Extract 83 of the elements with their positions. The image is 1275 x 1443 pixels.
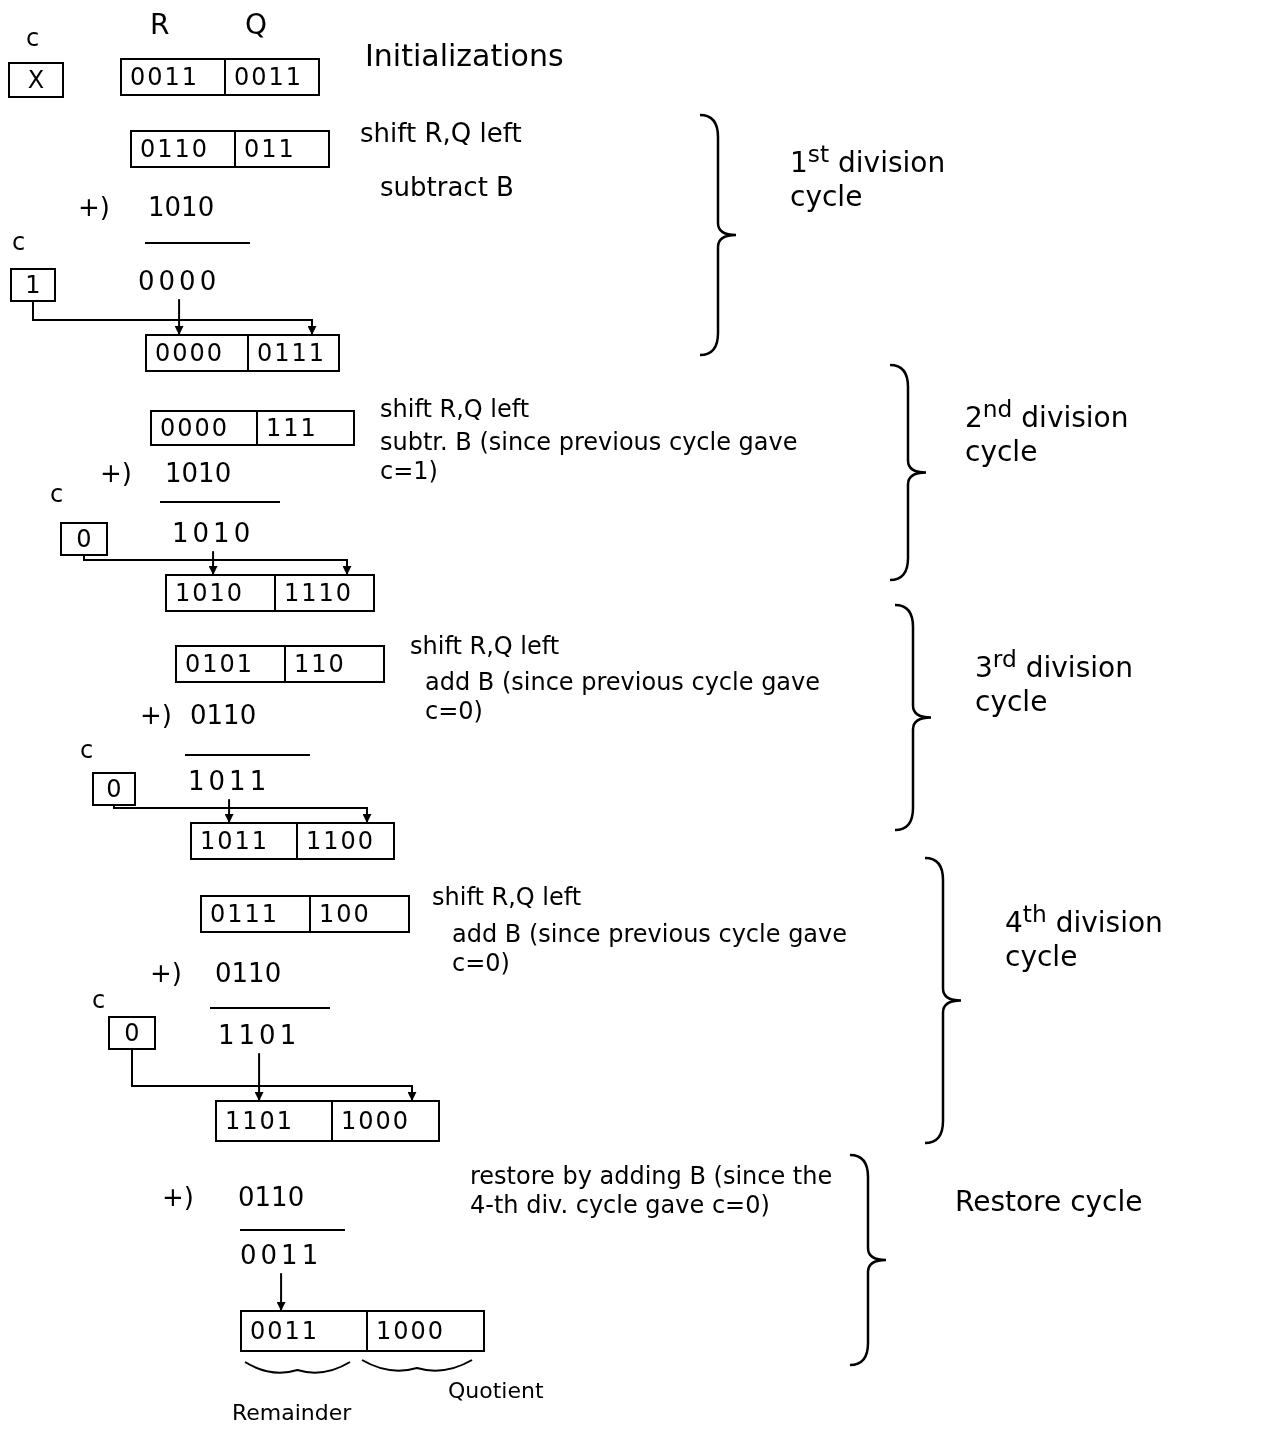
bracket-label: Quotient <box>448 1378 544 1405</box>
carry-box: 0 <box>108 1016 156 1050</box>
register-box <box>165 574 375 612</box>
register-value: 1100 <box>296 824 393 858</box>
bracket-label: Remainder <box>232 1400 352 1427</box>
sum-value: 0000 <box>138 266 221 298</box>
register-box <box>120 58 320 96</box>
register-value: 1010 <box>174 578 246 609</box>
register-value: 1110 <box>274 576 373 610</box>
cycle-label: 1$^{st}$ division cycle <box>790 140 947 214</box>
register-value: 0011 <box>224 60 318 94</box>
cycle-label: 4$^{th}$ division cycle <box>1005 900 1164 974</box>
register-label: c <box>50 480 64 509</box>
add-sign: +) <box>100 458 132 490</box>
operand-value: 0110 <box>190 700 257 732</box>
register-value: 110 <box>284 647 383 681</box>
carry-box: 1 <box>10 268 56 302</box>
register-box <box>150 410 355 446</box>
sum-value: 0011 <box>240 1240 323 1272</box>
step-note: subtract B <box>380 172 514 204</box>
register-box <box>130 130 330 168</box>
operand-value: 1010 <box>148 192 215 224</box>
register-box <box>190 822 395 860</box>
step-note: Initializations <box>365 38 564 74</box>
cycle-label: 2$^{nd}$ division cycle <box>965 395 1130 469</box>
register-label: c <box>12 228 26 257</box>
step-note: subtr. B (since previous cycle gave c=1) <box>380 428 799 486</box>
carry-box: 0 <box>60 522 108 556</box>
carry-box: 0 <box>92 772 136 806</box>
operand-value: 0110 <box>238 1182 305 1214</box>
sum-value: 1011 <box>188 766 271 798</box>
register-value: 1101 <box>224 1106 296 1137</box>
step-note: add B (since previous cycle gave c=0) <box>452 920 849 978</box>
register-value: 0000 <box>154 338 226 369</box>
cycle-label: 3$^{rd}$ division cycle <box>975 645 1134 719</box>
step-note: shift R,Q left <box>360 118 522 150</box>
add-sign: +) <box>150 958 182 990</box>
register-box <box>215 1100 440 1142</box>
sum-value: 1010 <box>172 518 255 550</box>
cycle-label: Restore cycle <box>955 1185 1143 1219</box>
arrow <box>131 1049 417 1101</box>
arrow <box>32 301 317 335</box>
register-value: 1000 <box>366 1312 483 1350</box>
operand-value: 1010 <box>165 458 232 490</box>
register-value: 1000 <box>331 1102 438 1140</box>
register-label: c <box>80 736 94 765</box>
arrow <box>83 555 352 575</box>
register-label: R <box>150 8 170 42</box>
register-value: 0011 <box>129 62 201 93</box>
step-note: restore by adding B (since the 4-th div. cycle gave c=0) <box>470 1162 834 1220</box>
register-box <box>200 895 410 933</box>
carry-box: X <box>8 62 64 98</box>
arrow <box>224 798 234 823</box>
add-sign: +) <box>162 1182 194 1214</box>
arrow <box>174 298 184 335</box>
register-value: 0111 <box>247 336 338 370</box>
operand-value: 0110 <box>215 958 282 990</box>
register-label: c <box>92 986 106 1015</box>
register-label: c <box>26 24 40 53</box>
arrow <box>276 1272 286 1311</box>
register-label: Q <box>245 8 268 42</box>
register-box <box>240 1310 485 1352</box>
arrow <box>113 805 372 823</box>
step-note: shift R,Q left <box>380 395 530 424</box>
arrow <box>254 1052 264 1101</box>
register-value: 111 <box>256 412 353 444</box>
register-value: 100 <box>309 897 408 931</box>
register-value: 0110 <box>139 134 211 165</box>
sum-value: 1101 <box>218 1020 301 1052</box>
register-value: 0000 <box>159 413 231 444</box>
step-note: shift R,Q left <box>432 883 582 912</box>
register-value: 0011 <box>249 1316 321 1347</box>
step-note: shift R,Q left <box>410 632 560 661</box>
arrow <box>208 550 218 575</box>
register-value: 1011 <box>199 826 271 857</box>
register-value: 011 <box>234 132 328 166</box>
step-note: add B (since previous cycle gave c=0) <box>425 668 822 726</box>
register-value: 0111 <box>209 899 281 930</box>
add-sign: +) <box>78 192 110 224</box>
register-value: 0101 <box>184 649 256 680</box>
register-box <box>175 645 385 683</box>
add-sign: +) <box>140 700 172 732</box>
register-box <box>145 334 340 372</box>
